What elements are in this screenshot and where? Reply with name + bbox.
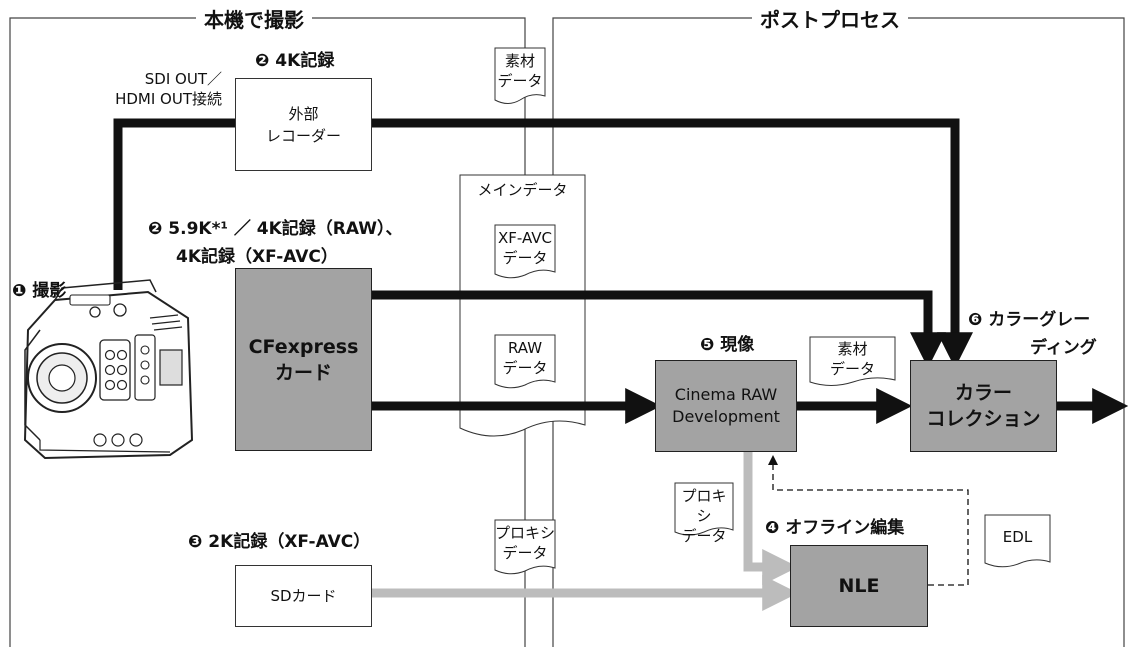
arrow-cfexpress-to-color — [372, 290, 946, 369]
doc-raw — [494, 334, 556, 389]
connection-label-line1: SDI OUT／ — [144, 70, 222, 88]
arrow-recorder-to-color — [113, 118, 973, 369]
doc-proxy-right-label: プロキシ データ — [675, 486, 733, 546]
cfexpress-label-line2: カード — [274, 361, 332, 384]
cinema-raw-label-line1: Cinema RAW — [674, 385, 778, 404]
cinema-camera-icon — [23, 279, 194, 460]
step-offline-edit: ❹ オフライン編集 — [765, 518, 905, 538]
arrow-cinema-proxy-to-nle — [743, 452, 799, 585]
cinema-raw-label-line2: Development — [672, 407, 780, 426]
doc-raw-line1: RAW — [507, 339, 543, 357]
step-development: ❺ 現像 — [700, 335, 755, 355]
doc-material-top — [494, 47, 546, 104]
doc-xfavc-line1: XF-AVC — [497, 229, 553, 247]
doc-material-right — [809, 336, 896, 386]
doc-material-right-label: 素材 データ — [810, 339, 895, 379]
doc-material-right-line1: 素材 — [837, 340, 868, 358]
doc-xfavc-label: XF-AVC データ — [495, 228, 555, 268]
doc-proxy-right-line1: プロキシ — [681, 487, 727, 525]
step-59k-recording-line2: 4K記録（XF-AVC） — [176, 247, 338, 267]
step-59k-recording-line1: ❷ 5.9K*¹ ／ 4K記録（RAW）、 — [148, 219, 403, 239]
sd-card-label: SDカード — [270, 587, 337, 605]
doc-proxy-mid — [494, 519, 556, 575]
section-title-postprocess: ポストプロセス — [752, 4, 908, 33]
connection-label-line2: HDMI OUT接続 — [115, 90, 222, 108]
cfexpress-label-line1: CFexpress — [248, 335, 359, 358]
external-recorder-label-line2: レコーダー — [265, 126, 341, 145]
doc-main-data — [459, 174, 586, 437]
doc-proxy-mid-label: プロキシ データ — [495, 523, 555, 563]
nle-label: NLE — [838, 575, 880, 597]
color-correction-label-line2: コレクション — [926, 408, 1041, 430]
color-correction-box: カラー コレクション — [910, 360, 1057, 452]
doc-edl-label: EDL — [1002, 528, 1033, 546]
doc-edl — [984, 514, 1051, 568]
doc-xfavc-line2: データ — [502, 249, 548, 267]
step-color-grading-line1: ❻ カラーグレー — [968, 310, 1091, 330]
color-correction-label-line1: カラー — [954, 382, 1012, 404]
step-shooting: ❶ 撮影 — [12, 281, 67, 301]
doc-proxy-mid-line1: プロキシ — [495, 524, 556, 542]
cfexpress-card-box: CFexpress カード — [235, 268, 372, 451]
doc-xfavc — [494, 224, 556, 279]
doc-proxy-right-line2: データ — [681, 527, 727, 545]
step-2k-recording: ❸ 2K記録（XF-AVC） — [188, 532, 371, 552]
nle-box: NLE — [790, 545, 928, 627]
external-recorder-box: 外部 レコーダー — [235, 78, 372, 171]
doc-raw-line2: データ — [502, 359, 548, 377]
step-4k-recording: ❷ 4K記録 — [255, 51, 335, 71]
sd-card-box: SDカード — [235, 565, 372, 627]
doc-raw-label: RAW データ — [495, 338, 555, 378]
main-data-label: メインデータ — [477, 181, 568, 199]
external-recorder-label-line1: 外部 — [288, 104, 319, 123]
doc-material-right-line2: データ — [829, 360, 875, 378]
doc-material-top-line2: データ — [497, 72, 543, 90]
section-title-shooting: 本機で撮影 — [196, 4, 312, 33]
doc-proxy-mid-line2: データ — [502, 544, 548, 562]
doc-material-top-label: 素材 データ — [495, 51, 545, 91]
cinema-raw-development-box: Cinema RAW Development — [655, 360, 797, 452]
step-color-grading-line2: ディング — [1030, 338, 1097, 358]
arrow-nle-to-cinema-dashed — [768, 455, 969, 586]
doc-material-top-line1: 素材 — [504, 52, 535, 70]
doc-proxy-right — [674, 482, 734, 536]
